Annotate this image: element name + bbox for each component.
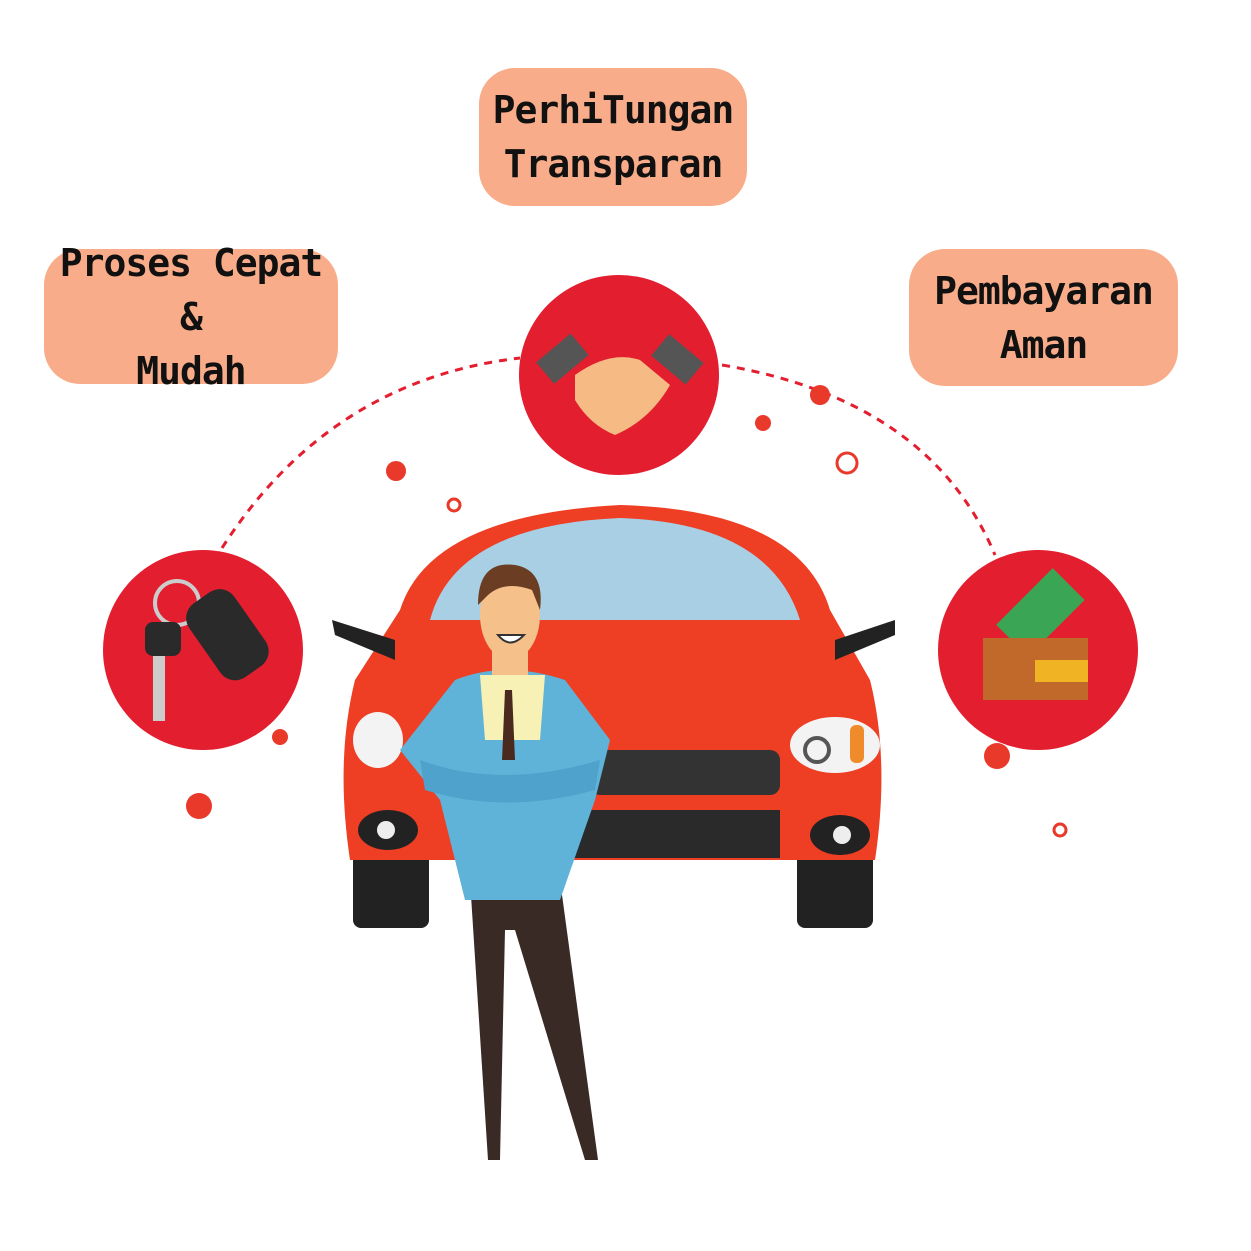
label-line: Aman <box>999 322 1089 367</box>
label-line: Mudah <box>136 348 246 393</box>
label-line: Pembayaran <box>934 268 1154 313</box>
car-key-icon <box>103 550 303 750</box>
label-line: PerhiTungan <box>492 88 735 132</box>
label-line: Proses Cepat & <box>59 240 324 339</box>
dotted-arc <box>220 356 997 556</box>
handshake-icon <box>519 275 719 475</box>
label-line: Transparan <box>503 142 724 186</box>
decorative-dots <box>186 385 1010 819</box>
wallet-money-icon <box>938 550 1138 750</box>
salesman <box>400 564 610 1160</box>
car <box>332 505 895 928</box>
feature-label-proses-cepat: Proses Cepat & Mudah <box>44 241 338 393</box>
